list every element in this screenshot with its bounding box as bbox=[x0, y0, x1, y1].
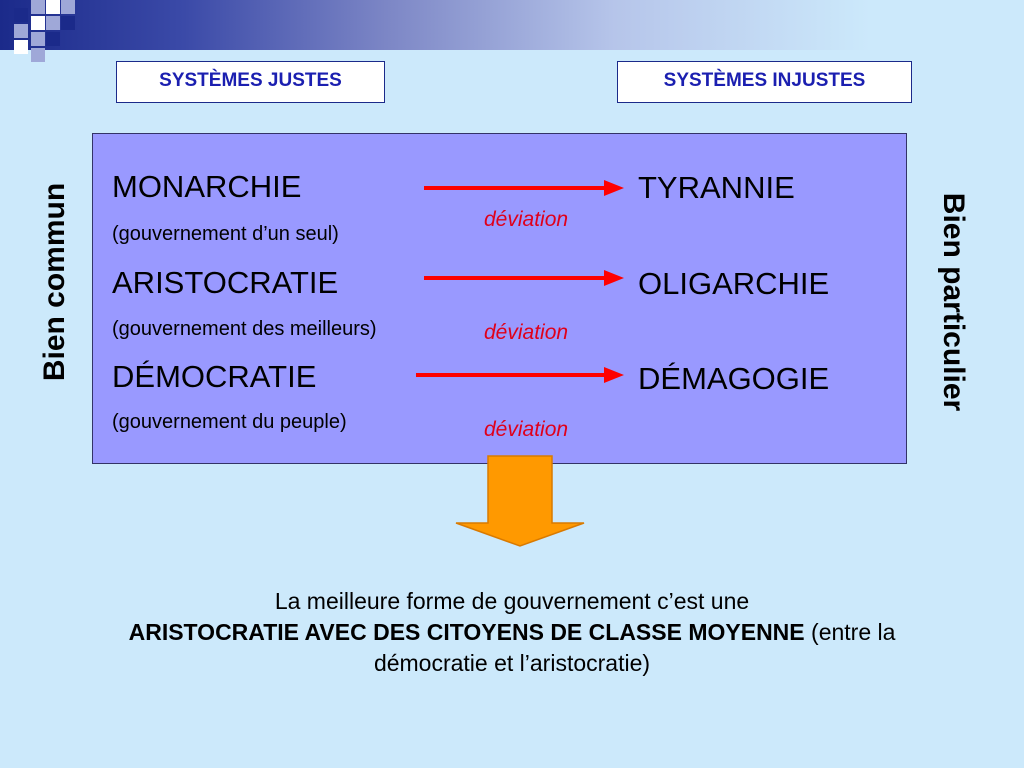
corner-squares-decoration bbox=[0, 0, 80, 62]
deviation-label-1: déviation bbox=[484, 208, 569, 231]
deviation-label-2: déviation bbox=[484, 321, 569, 344]
deviation-arrow-3 bbox=[416, 367, 624, 383]
side-label-common-good: Bien commun bbox=[38, 182, 71, 382]
conclusion-tail: (entre la démocratie et l’aristocratie) bbox=[373, 619, 896, 676]
deviation-label-3: déviation bbox=[484, 418, 569, 441]
unjust-form-demagogy: DÉMAGOGIE bbox=[638, 361, 830, 396]
just-form-monarchy: MONARCHIE bbox=[112, 169, 302, 204]
unjust-form-oligarchy: OLIGARCHIE bbox=[638, 266, 830, 301]
deviation-arrow-2 bbox=[424, 270, 624, 286]
just-form-aristocracy: ARISTOCRATIE bbox=[112, 265, 339, 300]
header-just-systems: SYSTÈMES JUSTES bbox=[116, 61, 385, 103]
conclusion-text: La meilleure forme de gouvernement c’est… bbox=[120, 586, 904, 679]
side-label-private-good: Bien particulier bbox=[937, 192, 970, 412]
just-form-democracy: DÉMOCRATIE bbox=[112, 359, 317, 394]
top-decoration-bar bbox=[0, 0, 1024, 50]
down-arrow-icon bbox=[455, 455, 585, 547]
conclusion-line1: La meilleure forme de gouvernement c’est… bbox=[274, 588, 750, 614]
unjust-form-tyranny: TYRANNIE bbox=[638, 170, 795, 205]
conclusion-bold: ARISTOCRATIE AVEC DES CITOYENS DE CLASSE… bbox=[128, 619, 805, 645]
just-form-monarchy-desc: (gouvernement d’un seul) bbox=[112, 223, 339, 245]
just-form-aristocracy-desc: (gouvernement des meilleurs) bbox=[112, 318, 377, 340]
just-form-democracy-desc: (gouvernement du peuple) bbox=[112, 411, 347, 433]
header-unjust-systems: SYSTÈMES INJUSTES bbox=[617, 61, 912, 103]
deviation-arrow-1 bbox=[424, 180, 624, 196]
